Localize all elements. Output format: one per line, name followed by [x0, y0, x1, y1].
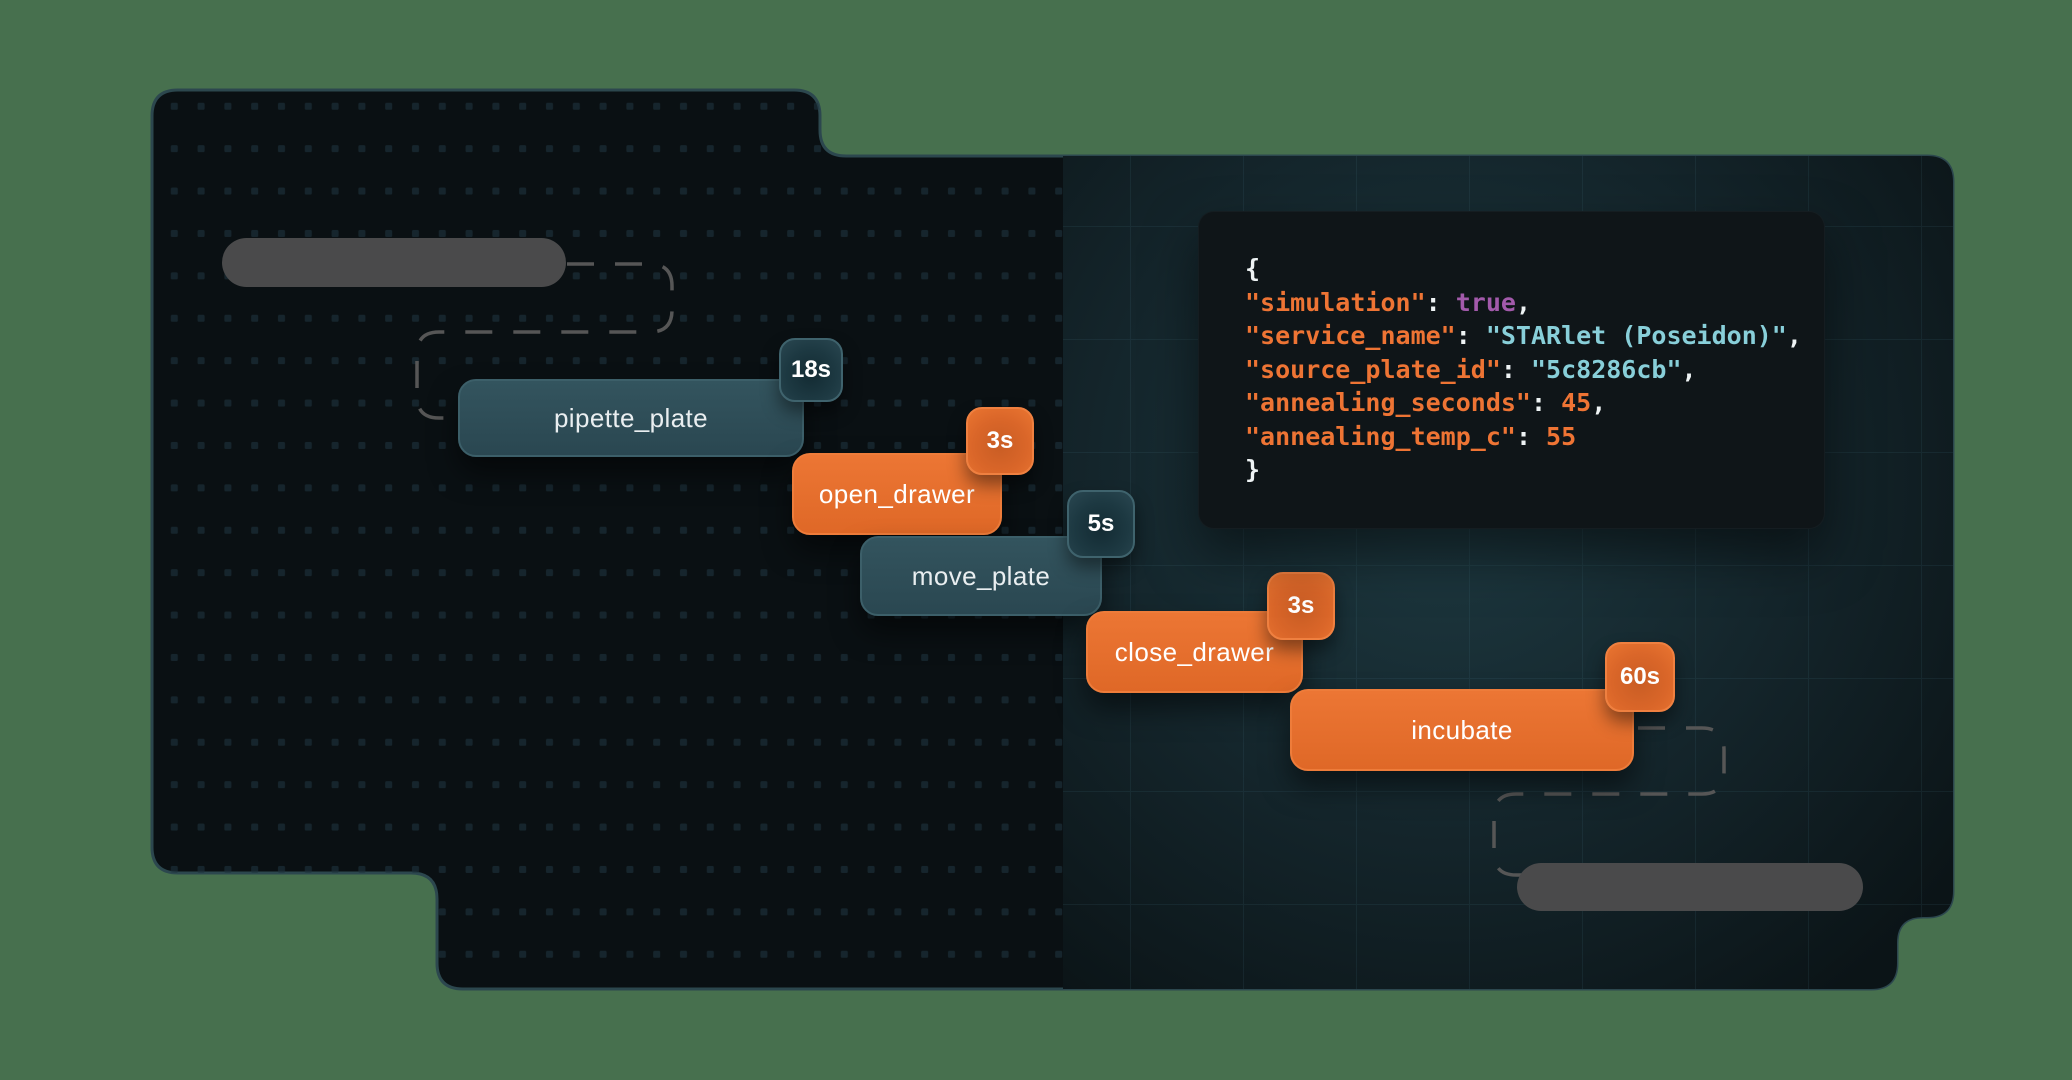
duration-badge-pipette-plate: 18s: [779, 338, 843, 402]
code-token-key: "annealing_temp_c": [1245, 421, 1516, 451]
placeholder-bar-end: [1517, 863, 1863, 911]
code-token-key: "service_name": [1245, 321, 1456, 350]
duration-label: 18s: [790, 356, 832, 383]
json-config-panel: {"simulation": true,"service_name": "STA…: [1198, 211, 1825, 529]
duration-badge-incubate: 60s: [1605, 642, 1675, 712]
duration-label: 5s: [1087, 510, 1115, 537]
task-block-incubate[interactable]: incubate: [1290, 689, 1634, 771]
code-line: "simulation": true,: [1245, 286, 1778, 320]
duration-label: 60s: [1619, 663, 1661, 690]
code-line: "annealing_temp_c": 55: [1245, 420, 1778, 454]
task-label: pipette_plate: [553, 402, 709, 433]
placeholder-bar-start: [222, 238, 566, 287]
code-token-punct: :: [1530, 388, 1562, 417]
task-block-close-drawer[interactable]: close_drawer: [1086, 611, 1303, 693]
code-line: }: [1245, 453, 1778, 487]
code-line: "annealing_seconds": 45,: [1245, 386, 1778, 420]
code-token-number: 45: [1561, 388, 1592, 417]
code-token-key: "annealing_seconds": [1245, 388, 1531, 417]
code-line: "service_name": "STARlet (Poseidon)",: [1245, 319, 1802, 353]
code-token-punct: ,: [1515, 287, 1532, 317]
duration-label: 3s: [986, 427, 1014, 454]
task-label: close_drawer: [1114, 636, 1275, 667]
duration-badge-move-plate: 5s: [1067, 490, 1135, 558]
code-token-bool: true: [1455, 287, 1516, 317]
code-token-punct: :: [1455, 321, 1486, 350]
code-token-number: 55: [1546, 421, 1577, 451]
code-token-string: "STARlet (Poseidon)": [1485, 321, 1787, 350]
code-token-punct: ,: [1681, 354, 1697, 384]
code-line: "source_plate_id": "5c8286cb",: [1245, 353, 1778, 387]
duration-badge-close-drawer: 3s: [1267, 572, 1335, 640]
code-token-punct: ,: [1786, 321, 1802, 350]
code-token-punct: :: [1515, 421, 1547, 451]
code-token-punct: :: [1425, 287, 1456, 317]
duration-badge-open-drawer: 3s: [966, 407, 1034, 475]
task-block-move-plate[interactable]: move_plate: [860, 536, 1102, 616]
task-label: incubate: [1411, 714, 1513, 745]
code-token-key: "simulation": [1245, 287, 1426, 317]
code-token-punct: }: [1245, 455, 1261, 484]
code-token-string: "5c8286cb": [1530, 354, 1682, 384]
task-label: move_plate: [911, 560, 1051, 591]
code-token-punct: :: [1500, 354, 1531, 384]
task-block-pipette-plate[interactable]: pipette_plate: [458, 379, 804, 457]
code-token-punct: ,: [1591, 388, 1607, 417]
duration-label: 3s: [1287, 592, 1315, 619]
code-token-punct: {: [1245, 254, 1261, 283]
dashed-connector-bottom-right: [1492, 726, 1726, 877]
code-token-key: "source_plate_id": [1245, 354, 1501, 384]
task-label: open_drawer: [818, 478, 976, 509]
dashed-connector-top-left: [415, 262, 674, 420]
code-line: {: [1245, 252, 1778, 286]
